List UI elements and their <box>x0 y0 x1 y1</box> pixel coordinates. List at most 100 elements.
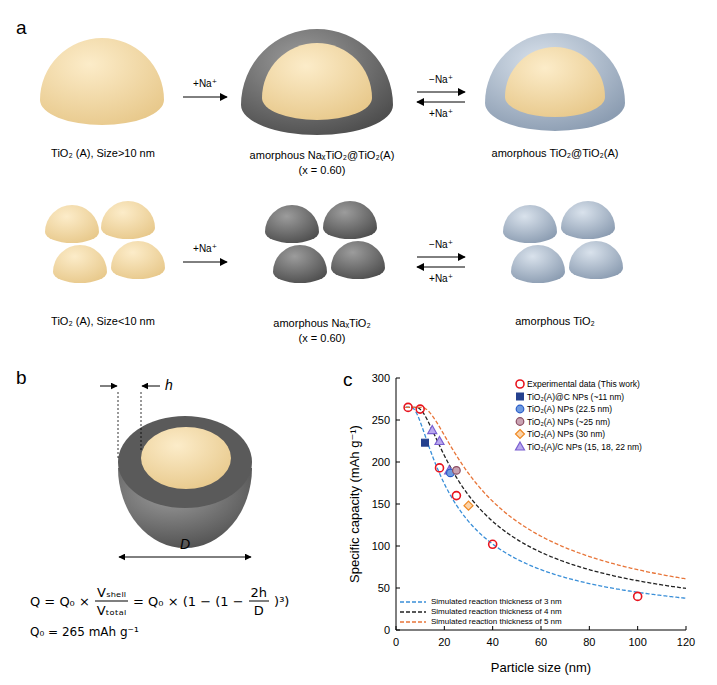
shell-face <box>118 416 252 508</box>
core-face <box>141 427 231 489</box>
legend-text: TiO₂(A)@C NPs (~11 nm) <box>527 392 624 401</box>
x-tick <box>492 626 493 630</box>
data-marker <box>404 403 412 411</box>
tick-label: 100 <box>628 636 646 649</box>
formula-part: Q = Q₀ × <box>30 594 90 609</box>
y-tick <box>396 378 400 379</box>
x-tick <box>541 626 542 630</box>
simulated-curve <box>406 407 686 598</box>
particle-caption: TiO₂ (A), Size>10 nm <box>51 146 155 161</box>
denominator: Vₜₒₜₐₗ <box>95 602 128 618</box>
tick-label: 0 <box>393 636 399 649</box>
h-guide <box>141 392 142 452</box>
legend-sample <box>400 621 426 622</box>
simulated-curve <box>406 407 686 588</box>
data-marker <box>453 467 461 475</box>
x-tick <box>396 626 397 630</box>
legend-text: Simulated reaction thickness of 3 nm <box>431 598 562 606</box>
data-marker <box>452 492 460 500</box>
y-tick <box>396 546 400 547</box>
numerator: 2h <box>249 585 270 602</box>
formula-part: = Q₀ × (1 − (1 − <box>133 594 244 609</box>
particle-node: TiO₂ (A), Size<10 nm <box>28 195 178 333</box>
legend-text: Simulated reaction thickness of 5 nm <box>431 618 562 626</box>
constant-label: Q₀ = 265 mAh g⁻¹ <box>30 626 139 640</box>
reaction-arrow <box>417 102 465 103</box>
tick-label: 200 <box>372 456 390 469</box>
edge-label: +Na⁺ <box>427 108 455 120</box>
data-marker <box>516 380 524 388</box>
legend-text: TiO₂(A) NPs (22.5 nm) <box>527 405 612 414</box>
data-marker <box>416 405 424 413</box>
particle-dome <box>331 241 385 279</box>
legend-text: Simulated reaction thickness of 4 nm <box>431 608 562 616</box>
particle-dome <box>53 245 107 283</box>
edge-label: −Na⁺ <box>427 239 455 251</box>
particle-node: amorphous TiO₂@TiO₂(A) <box>470 25 640 165</box>
y-tick <box>396 630 400 631</box>
chart <box>396 378 686 630</box>
particle-dome <box>265 205 319 243</box>
edge-label: +Na⁺ <box>191 78 219 90</box>
tick-label: 300 <box>372 372 390 385</box>
h-arrow <box>100 386 117 387</box>
edge-label: +Na⁺ <box>427 273 455 285</box>
x-tick <box>637 626 638 630</box>
data-marker <box>489 540 497 548</box>
tick-label: 80 <box>583 636 595 649</box>
y-tick <box>396 588 400 589</box>
particle-dome <box>262 43 372 120</box>
particle-dome <box>569 241 623 279</box>
tick-label: 50 <box>378 582 390 595</box>
particle-caption: amorphous TiO₂ <box>515 314 594 329</box>
legend-sample <box>400 611 426 612</box>
data-marker <box>634 592 642 600</box>
reaction-arrow <box>183 262 227 263</box>
fraction: VₛₕₑₗₗVₜₒₜₐₗ <box>95 585 128 618</box>
legend-text: TiO₂(A)/C NPs (15, 18, 22 nm) <box>527 442 642 451</box>
edge-label: +Na⁺ <box>191 243 219 255</box>
axis-title: Specific capacity (mAh g⁻¹) <box>348 425 363 583</box>
data-marker <box>516 442 525 450</box>
panel-letter: c <box>343 369 353 391</box>
data-marker <box>517 393 524 400</box>
reaction-arrow <box>417 257 465 258</box>
tick-label: 150 <box>372 498 390 511</box>
particle-dome <box>241 29 393 135</box>
particle-dome <box>323 201 377 239</box>
numerator: Vₛₕₑₗₗ <box>95 585 128 602</box>
data-marker <box>428 426 437 434</box>
data-marker <box>516 430 525 439</box>
reaction-arrow <box>417 92 465 93</box>
tick-label: 20 <box>438 636 450 649</box>
data-marker <box>436 464 444 472</box>
legend-text: Experimental data (This work) <box>527 380 640 389</box>
particle-dome <box>40 38 164 125</box>
particle-node: amorphous TiO₂ <box>470 195 640 333</box>
particle-node: amorphous NaₓTiO₂@TiO₂(A)(x = 0.60) <box>232 25 412 182</box>
core-shell-particle <box>100 386 252 557</box>
particle-dome <box>45 205 99 243</box>
y-tick <box>396 420 400 421</box>
particle-node: TiO₂ (A), Size>10 nm <box>28 25 178 165</box>
y-tick <box>396 504 400 505</box>
legend-sample <box>400 601 426 602</box>
formula-part: )³) <box>274 594 289 609</box>
x-tick <box>686 626 687 630</box>
data-marker <box>516 418 524 426</box>
tick-label: 250 <box>372 414 390 427</box>
particle-dome <box>111 241 165 279</box>
axis-title: Particle size (nm) <box>491 661 591 676</box>
particle-dome <box>561 201 615 239</box>
data-marker <box>435 437 444 445</box>
h-arrow <box>142 386 160 387</box>
fraction: 2hD <box>249 585 270 618</box>
formula: Q = Q₀ × VₛₕₑₗₗVₜₒₜₐₗ = Q₀ × (1 − (1 − 2hD)… <box>28 585 291 618</box>
denominator: D <box>252 602 266 618</box>
particle-dome <box>485 33 625 131</box>
h-guide <box>118 392 119 458</box>
particle-caption: (x = 0.60) <box>299 331 346 346</box>
reaction-arrow <box>183 97 227 98</box>
particle-dome <box>505 47 605 117</box>
